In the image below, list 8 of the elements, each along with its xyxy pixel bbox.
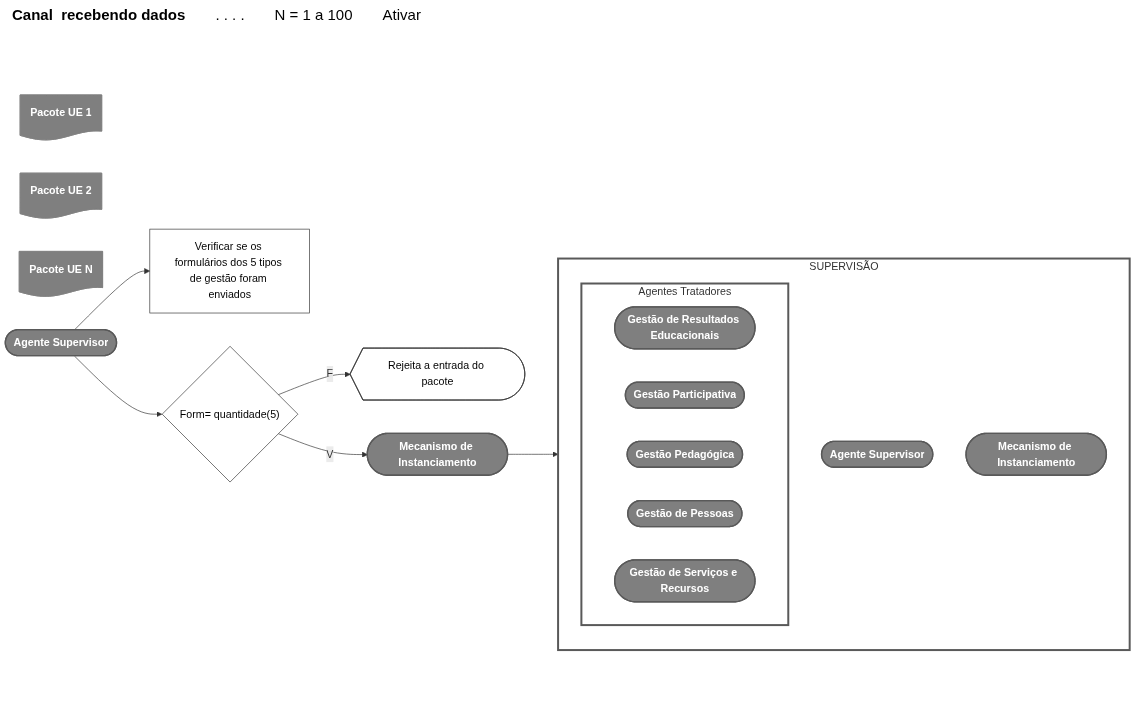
node-diamond: Form= quantidade(5) [161,345,299,483]
node-box: Verificar se os formulários dos 5 tipos de gestão foram enviados [149,228,310,314]
edge-label: V [326,448,334,460]
note-text: Ativar [382,6,421,23]
ellipsis-text: . . . . [215,6,245,23]
channel-title: Canal recebendo dados [12,6,186,23]
range-note: N = 1 a 100 [274,6,353,23]
edge-label: F [326,368,334,380]
